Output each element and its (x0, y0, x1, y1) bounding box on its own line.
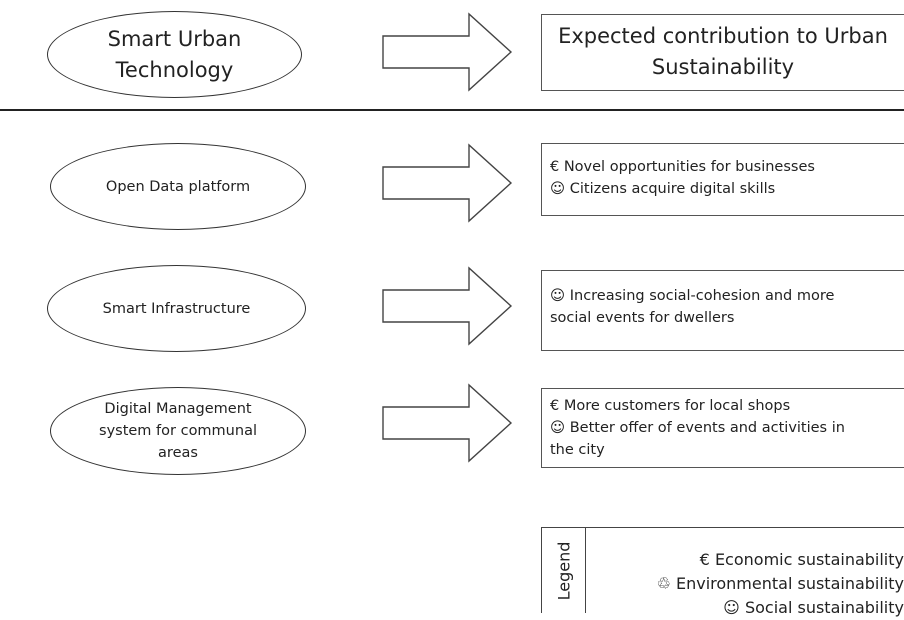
header-technology-line-2: Technology (115, 57, 234, 82)
legend-item-label: Economic sustainability (714, 550, 904, 569)
header-divider (0, 109, 904, 111)
tech-label: system for communal (99, 423, 257, 439)
tech-label: Digital Management (104, 401, 252, 417)
row-arrow-icon (382, 143, 513, 223)
legend-title-cell: Legend (542, 528, 586, 613)
legend-item-label: Social sustainability (744, 598, 904, 617)
tech-ellipse-smart-infrastructure: Smart Infrastructure (47, 265, 306, 352)
legend-item-economic: € Economic sustainability (657, 548, 904, 572)
recycle-icon: ♲ (656, 574, 671, 593)
legend-box: Legend € Economic sustainability ♲ Envir… (541, 527, 904, 617)
tech-ellipse-digital-management: Digital Management system for communal a… (50, 387, 306, 475)
contribution-box-smart-infrastructure: ☺ Increasing social-cohesion and more so… (541, 270, 904, 351)
tech-label: Open Data platform (105, 178, 251, 195)
tech-label: areas (158, 445, 198, 461)
header-contribution-box: Expected contribution to Urban Sustainab… (541, 14, 904, 91)
header-contribution-line-2: Sustainability (651, 55, 795, 79)
legend-title: Legend (554, 541, 573, 600)
contribution-line: ☺ Citizens acquire digital skills (550, 181, 776, 197)
contribution-line: ☺ Increasing social-cohesion and more (550, 288, 835, 304)
header-technology-line-1: Smart Urban (107, 26, 242, 51)
legend-item-environmental: ♲ Environmental sustainability (657, 572, 904, 596)
row-arrow-icon (382, 266, 513, 346)
contribution-line: social events for dwellers (550, 310, 735, 326)
contribution-line: ☺ Better offer of events and activities … (550, 420, 845, 436)
contribution-line: the city (550, 442, 605, 458)
contribution-line: € Novel opportunities for businesses (550, 159, 815, 175)
contribution-line: € More customers for local shops (550, 398, 791, 414)
header-technology-ellipse: Smart Urban Technology (47, 11, 302, 98)
header-contribution-line-1: Expected contribution to Urban (558, 24, 888, 48)
contribution-box-digital-management: € More customers for local shops ☺ Bette… (541, 388, 904, 468)
tech-label: Smart Infrastructure (102, 300, 251, 317)
legend-item-social: ☺ Social sustainability (657, 596, 904, 620)
legend-item-label: Environmental sustainability (675, 574, 904, 593)
smiley-icon: ☺ (723, 598, 740, 617)
tech-ellipse-open-data: Open Data platform (50, 143, 306, 230)
header-arrow-icon (382, 12, 513, 92)
euro-icon: € (699, 550, 710, 569)
legend-items: € Economic sustainability ♲ Environmenta… (657, 548, 904, 620)
row-arrow-icon (382, 383, 513, 463)
contribution-box-open-data: € Novel opportunities for businesses ☺ C… (541, 143, 904, 216)
